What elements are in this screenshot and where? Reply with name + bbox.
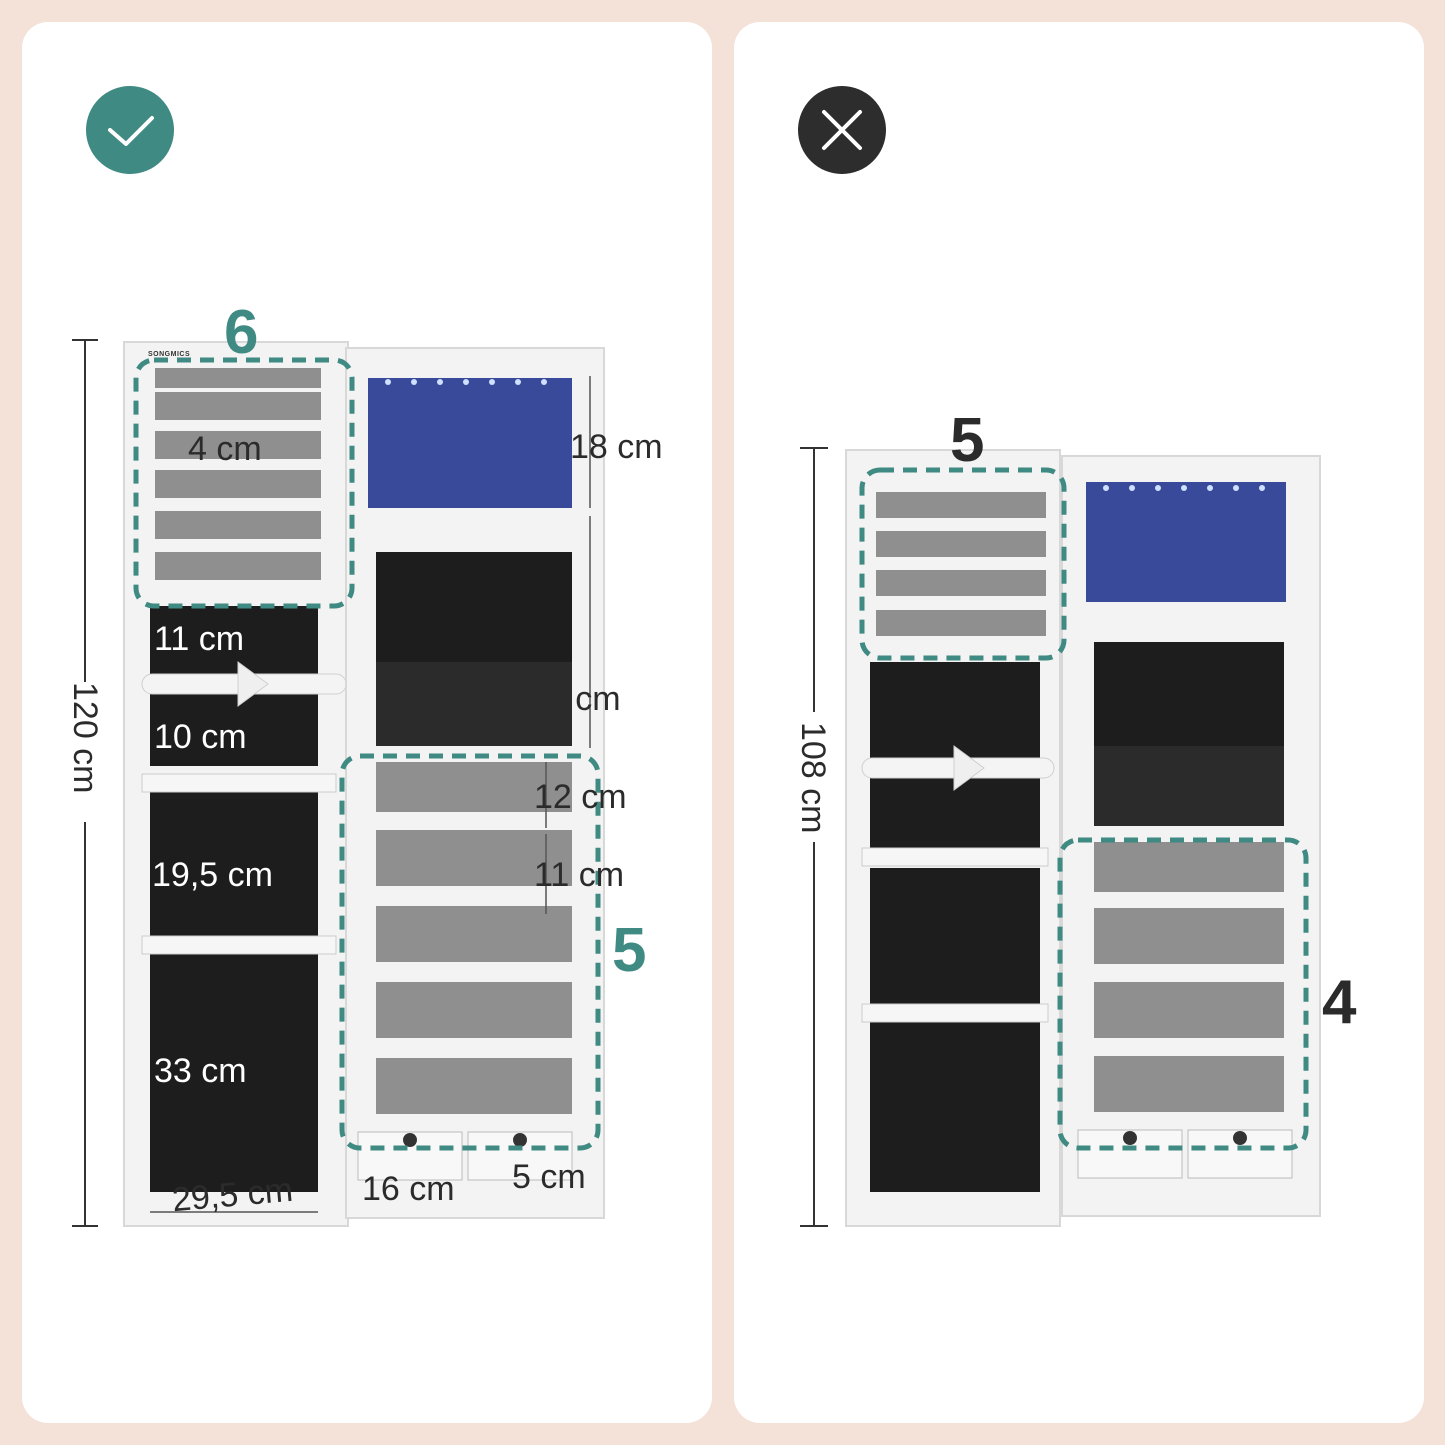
door-compartment-count: 5 bbox=[950, 406, 985, 475]
close-icon bbox=[822, 110, 862, 150]
drawer-height-dimension: 5 cm bbox=[512, 1158, 586, 1196]
total-height-label: 108 cm bbox=[794, 722, 832, 834]
cross-badge bbox=[798, 86, 886, 174]
check-badge bbox=[86, 86, 174, 174]
hook-gap-3-dimension: 19,5 cm bbox=[152, 856, 273, 894]
cabinet-body bbox=[1061, 455, 1321, 1217]
bottom-panel-dimension: 33 cm bbox=[154, 1052, 247, 1090]
check-icon bbox=[108, 116, 154, 146]
shelf-count: 5 bbox=[612, 916, 647, 985]
height-ruler bbox=[72, 339, 98, 1227]
shelf-count: 4 bbox=[1322, 968, 1357, 1037]
hook-gap-2-dimension: 10 cm bbox=[154, 718, 247, 756]
drawer-width-dimension: 16 cm bbox=[362, 1170, 455, 1208]
earring-row-dimension: 4 cm bbox=[188, 430, 262, 468]
cabinet-illustration-small bbox=[800, 447, 1321, 1227]
led-compartment-dimension: 18 cm bbox=[570, 428, 663, 466]
bad-comparison-panel: 5 4 108 cm bbox=[734, 22, 1424, 1423]
hook-gap-1-dimension: 11 cm bbox=[154, 620, 245, 658]
cabinet-door bbox=[123, 341, 349, 1227]
door-compartment-count: 6 bbox=[224, 298, 259, 367]
jewelry-area-dimension: 27 cm bbox=[528, 680, 621, 718]
cabinet-body bbox=[345, 347, 605, 1219]
brand-label: SONGMICS bbox=[148, 351, 191, 358]
good-comparison-panel: SONGMICS 6 5 120 cm 4 cm 18 cm 11 cm 10 … bbox=[22, 22, 712, 1423]
cabinet-door bbox=[845, 449, 1061, 1227]
shelf-1-dimension: 12 cm bbox=[534, 778, 627, 816]
total-height-label: 120 cm bbox=[66, 682, 104, 794]
cabinet-illustration-large bbox=[72, 339, 605, 1227]
shelf-2-dimension: 11 cm bbox=[534, 856, 625, 894]
height-ruler bbox=[800, 447, 828, 1227]
